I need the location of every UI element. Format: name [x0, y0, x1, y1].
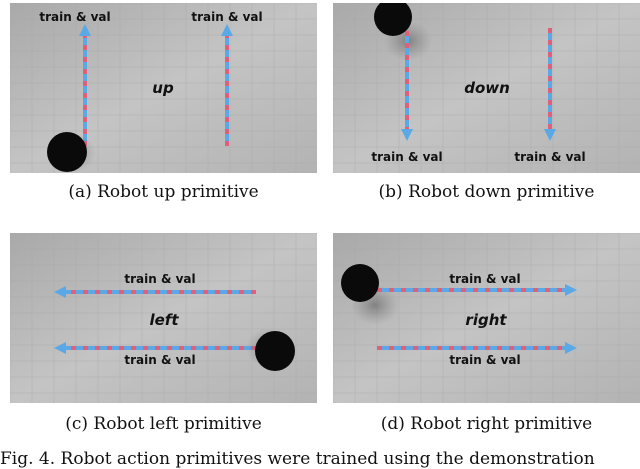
subcaption-c: (c) Robot left primitive: [65, 414, 262, 434]
right-arrow-top-head: [565, 284, 577, 296]
panel-down: train & val train & val down: [333, 3, 640, 173]
direction-label: left: [149, 311, 179, 329]
panel-right: train & val train & val right: [333, 233, 640, 403]
right-arrow-bottom-head: [565, 342, 577, 354]
subcaption-a: (a) Robot up primitive: [68, 182, 259, 202]
panel-right-image: train & val train & val right: [333, 233, 640, 403]
arrow-label-right: train & val: [191, 10, 262, 24]
robot-disc: [47, 132, 87, 172]
robot-disc: [341, 264, 379, 302]
panel-up: train & val train & val up: [10, 3, 317, 173]
arrow-label-bottom: train & val: [124, 353, 195, 367]
panel-up-image: train & val train & val up: [10, 3, 317, 173]
direction-label: down: [464, 79, 510, 97]
direction-label: up: [152, 79, 174, 97]
down-arrow-right-head: [544, 129, 556, 141]
arrow-label-bottom: train & val: [449, 353, 520, 367]
subcaption-d: (d) Robot right primitive: [380, 414, 593, 434]
up-arrow-right-head: [221, 24, 233, 36]
panel-left-image: train & val train & val left: [10, 233, 317, 403]
robot-disc: [374, 3, 412, 36]
arrow-label-left: train & val: [371, 150, 442, 164]
left-arrow-bottom-head: [54, 342, 66, 354]
down-arrow-left-head: [401, 129, 413, 141]
robot-disc: [255, 331, 295, 371]
arrow-label-top: train & val: [124, 272, 195, 286]
subcaption-b: (b) Robot down primitive: [378, 182, 595, 202]
arrow-label-top: train & val: [449, 272, 520, 286]
figure-caption: Fig. 4. Robot action primitives were tra…: [0, 449, 595, 469]
arrow-label-left: train & val: [39, 10, 110, 24]
panel-left: train & val train & val left: [10, 233, 317, 403]
arrow-label-right: train & val: [514, 150, 585, 164]
left-arrow-top-head: [54, 286, 66, 298]
up-arrow-left-head: [79, 24, 91, 36]
panel-down-image: train & val train & val down: [333, 3, 640, 173]
direction-label: right: [465, 311, 507, 329]
